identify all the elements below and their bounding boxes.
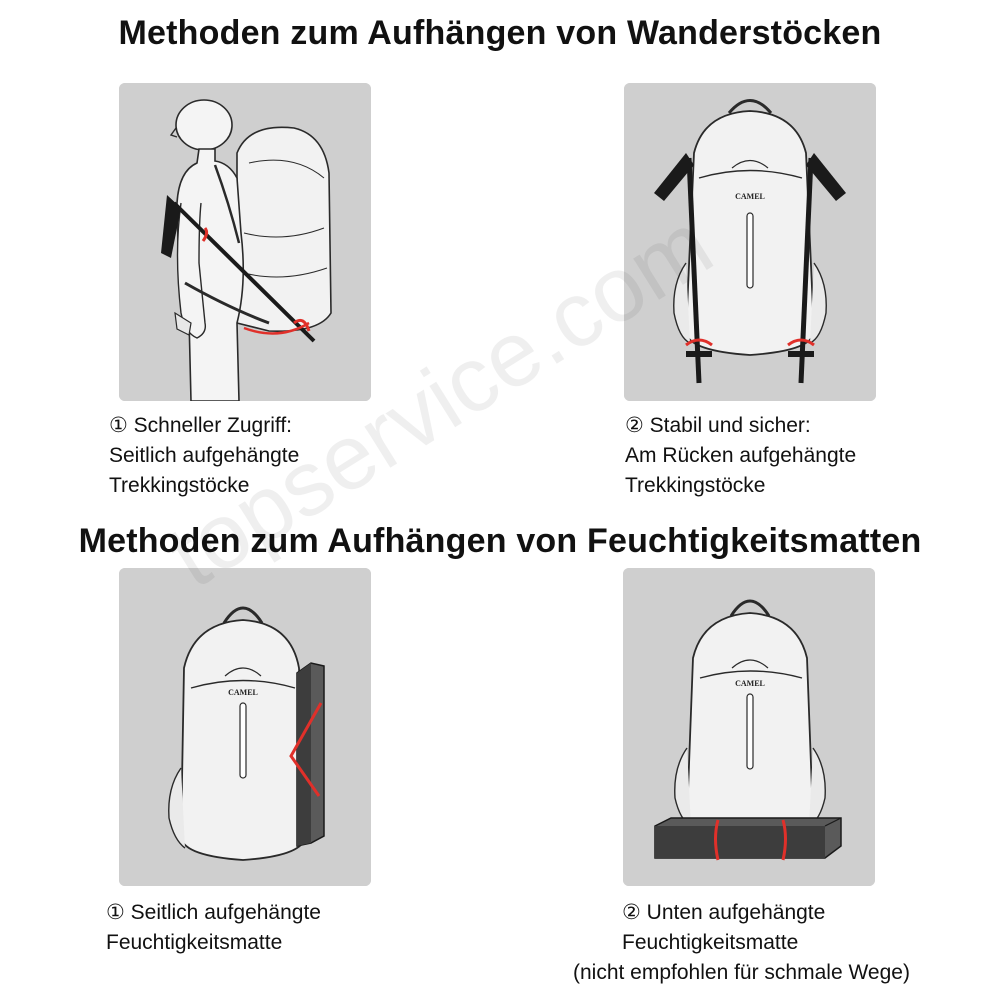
caption-line: Seitlich aufgehängte [109,444,300,467]
section-title-sleeping-mats: Methoden zum Aufhängen von Feuchtigkeits… [78,522,922,560]
caption-line: (nicht empfohlen für schmale Wege) [573,961,910,984]
caption-side-mat: ① Seitlich aufgehängte Feuchtigkeitsmatt… [106,898,321,958]
illustration-side-mat: CAMEL [119,568,371,886]
caption-line: ① Seitlich aufgehängte [106,901,321,924]
caption-line: Trekkingstöcke [625,474,766,497]
brand-label: CAMEL [228,688,258,697]
caption-line: Trekkingstöcke [109,474,250,497]
caption-line: ① Schneller Zugriff: [109,414,293,437]
caption-line: Feuchtigkeitsmatte [106,931,283,954]
caption-line: Am Rücken aufgehängte [625,444,857,467]
section-title-trekking-poles: Methoden zum Aufhängen von Wanderstöcken [118,14,882,52]
caption-back-poles: ② Stabil und sicher: Am Rücken aufgehäng… [625,411,856,501]
illustration-bottom-mat: CAMEL [623,568,875,886]
caption-bottom-mat: ② Unten aufgehängte Feuchtigkeitsmatte (… [573,898,910,988]
caption-line: ② Stabil und sicher: [625,414,811,437]
brand-label: CAMEL [735,679,765,688]
illustration-side-poles [119,83,371,401]
caption-line: ② Unten aufgehängte [622,901,826,924]
illustration-back-poles: CAMEL [624,83,876,401]
caption-side-poles: ① Schneller Zugriff: Seitlich aufgehängt… [109,411,299,501]
brand-label: CAMEL [735,192,765,201]
caption-line: Feuchtigkeitsmatte [622,931,799,954]
